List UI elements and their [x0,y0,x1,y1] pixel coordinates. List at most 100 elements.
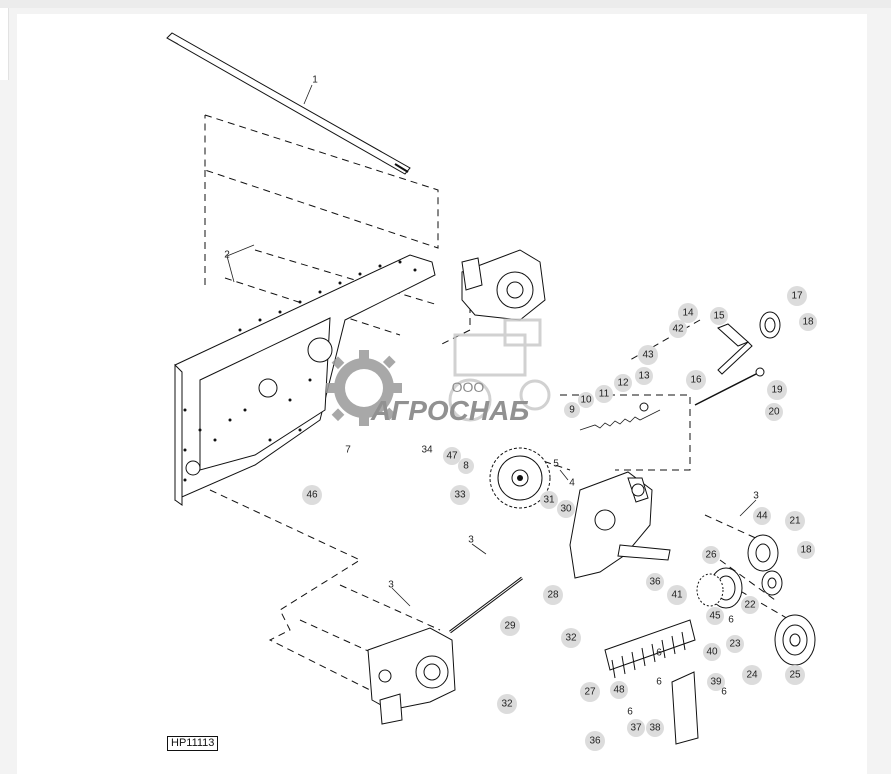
svg-text:24: 24 [746,670,758,681]
callout-30: 30 [557,500,575,518]
svg-text:46: 46 [306,490,318,501]
lower-shaft [449,576,523,634]
callout-48: 48 [610,681,628,699]
svg-text:43: 43 [642,350,654,361]
svg-text:17: 17 [791,291,803,302]
figure-code-label: HP11113 [167,736,219,751]
svg-text:8: 8 [463,461,469,472]
svg-text:3: 3 [468,535,474,546]
watermark-company-name: АГРОСНАБ [370,395,529,426]
svg-text:13: 13 [638,371,650,382]
callout-12: 12 [614,374,632,392]
callout-4: 4 [569,478,575,489]
tensioner-arm [694,323,765,406]
callout-21: 21 [785,511,805,531]
svg-text:21: 21 [789,516,801,527]
callout-6c: 6 [656,677,662,688]
svg-text:41: 41 [671,590,683,601]
side-panel-edge [0,8,9,80]
callout-19: 19 [767,380,787,400]
callout-24: 24 [742,665,762,685]
callout-9: 9 [564,402,580,418]
svg-text:4: 4 [569,478,575,489]
upper-idler [759,311,781,339]
callout-42: 42 [669,320,687,338]
callout-3a: 3 [753,491,759,502]
svg-text:18: 18 [800,545,812,556]
sprocket [489,447,551,509]
callout-43: 43 [638,345,658,365]
callout-20: 20 [765,403,783,421]
company-watermark: ООО АГРОСНАБ [326,318,551,426]
lower-plate [671,671,699,745]
callout-16: 16 [686,370,706,390]
main-shaft [166,32,411,175]
svg-text:36: 36 [589,736,601,747]
callout-13: 13 [635,367,653,385]
svg-text:30: 30 [560,504,572,515]
svg-text:6: 6 [656,648,662,659]
callout-2: 2 [224,250,230,261]
svg-text:38: 38 [649,723,661,734]
svg-text:39: 39 [710,677,722,688]
svg-text:40: 40 [706,647,718,658]
svg-text:3: 3 [753,491,759,502]
lower-gearbox [367,627,456,725]
callout-6e: 6 [721,687,727,698]
callout-41: 41 [667,585,687,605]
svg-text:23: 23 [729,639,741,650]
callout-10: 10 [578,392,594,408]
callout-46: 46 [302,485,322,505]
svg-text:37: 37 [630,723,642,734]
svg-text:6: 6 [627,707,633,718]
callout-3c: 3 [388,580,394,591]
callout-36b: 36 [585,731,605,751]
callout-32a: 32 [561,628,581,648]
frame-plate [174,254,436,506]
svg-text:10: 10 [580,395,592,406]
watermark-prefix: ООО [452,379,485,395]
svg-text:1: 1 [312,75,318,86]
callout-28: 28 [543,585,563,605]
callout-18b: 18 [797,541,815,559]
leader-lines [226,84,757,607]
callout-31: 31 [540,491,558,509]
svg-text:22: 22 [744,600,756,611]
svg-text:27: 27 [584,687,596,698]
svg-text:29: 29 [504,621,516,632]
svg-text:14: 14 [682,308,694,319]
svg-text:31: 31 [543,495,555,506]
svg-text:2: 2 [224,250,230,261]
callout-8: 8 [458,458,474,474]
callout-6d: 6 [627,707,633,718]
svg-text:42: 42 [672,324,684,335]
callout-18a: 18 [799,313,817,331]
callout-38: 38 [646,719,664,737]
central-bracket [569,471,671,579]
svg-text:6: 6 [728,615,734,626]
svg-text:16: 16 [690,375,702,386]
callout-17: 17 [787,286,807,306]
phantom-outlines [204,114,791,691]
svg-text:19: 19 [771,385,783,396]
svg-text:36: 36 [649,577,661,588]
svg-text:47: 47 [446,451,458,462]
callout-32b: 32 [497,694,517,714]
callout-6b: 6 [656,648,662,659]
callout-33: 33 [450,485,470,505]
tractor-logo-icon [448,318,551,422]
svg-text:33: 33 [454,490,466,501]
callout-27: 27 [580,682,600,702]
svg-text:34: 34 [421,445,433,456]
svg-text:6: 6 [656,677,662,688]
svg-text:12: 12 [617,378,629,389]
callout-5: 5 [553,459,559,470]
svg-text:26: 26 [705,550,717,561]
svg-text:48: 48 [613,685,625,696]
svg-text:18: 18 [802,317,814,328]
callout-23: 23 [726,635,744,653]
callout-47: 47 [443,447,461,465]
svg-text:25: 25 [789,670,801,681]
svg-text:20: 20 [768,407,780,418]
svg-text:32: 32 [565,633,577,644]
